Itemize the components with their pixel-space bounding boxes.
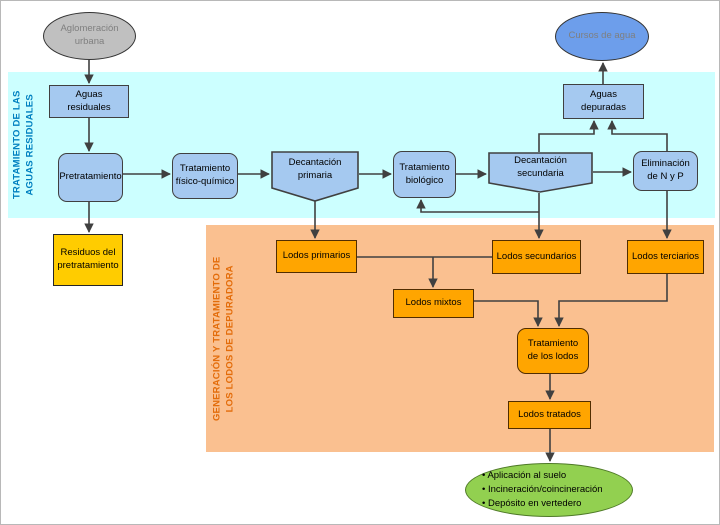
pentagon-shape: [271, 151, 359, 202]
node-label: Tratamiento de los lodos: [527, 338, 579, 362]
node-lodos-secundarios: Lodos secundarios: [492, 240, 581, 274]
node-label: Lodos secundarios: [496, 250, 577, 262]
node-label: Decantación primaria: [288, 157, 342, 181]
node-label: Lodos primarios: [282, 250, 351, 262]
node-label: Tratamiento físico-químico: [175, 163, 235, 187]
node-tratamiento-fisico-quimico: Tratamiento físico-químico: [172, 153, 238, 199]
node-label: Tratamiento biológico: [399, 161, 450, 186]
node-decantacion-primaria: Decantación primaria: [271, 151, 359, 202]
node-lodos-terciarios: Lodos terciarios: [627, 240, 704, 274]
node-label: Eliminación de N y P: [641, 158, 690, 182]
pentagon-shape: [488, 152, 593, 193]
node-tratamiento-lodos: Tratamiento de los lodos: [517, 328, 589, 374]
node-label: Residuos del pretratamiento: [57, 247, 119, 271]
node-aglomeracion-urbana: Aglomeración urbana: [43, 12, 136, 60]
node-destino-final: • Aplicación al suelo • Incineración/coi…: [465, 463, 633, 517]
node-lodos-tratados: Lodos tratados: [508, 401, 591, 429]
node-aguas-residuales: Aguas residuales: [49, 85, 129, 118]
node-residuos-pretratamiento: Residuos del pretratamiento: [53, 234, 123, 286]
node-lodos-mixtos: Lodos mixtos: [393, 289, 474, 318]
destino-item-incineracion: • Incineración/coincineración: [482, 484, 603, 496]
node-cursos-de-agua: Cursos de agua: [555, 12, 649, 61]
sludge-treatment-section-title: GENERACIÓN Y TRATAMIENTO DE LOS LODOS DE…: [211, 256, 236, 421]
node-label: Pretratamiento: [59, 171, 122, 183]
node-label: Cursos de agua: [568, 30, 636, 42]
node-label: Lodos mixtos: [405, 297, 462, 309]
node-label: Lodos tratados: [518, 408, 581, 420]
node-label: Lodos terciarios: [631, 250, 700, 262]
destino-item-aplicacion: • Aplicación al suelo: [482, 470, 567, 482]
node-decantacion-secundaria: Decantación secundaria: [488, 152, 593, 193]
water-treatment-section-title: TRATAMIENTO DE LAS AGUAS RESIDUALES: [11, 90, 35, 200]
node-label: Aguas depuradas: [581, 88, 626, 113]
node-lodos-primarios: Lodos primarios: [276, 240, 357, 273]
node-label: Decantación secundaria: [514, 155, 567, 179]
node-pretratamiento: Pretratamiento: [58, 153, 123, 202]
node-label: Aglomeración urbana: [60, 23, 119, 47]
destino-item-deposito: • Depósito en vertedero: [482, 497, 582, 509]
node-eliminacion-n-y-p: Eliminación de N y P: [633, 151, 698, 191]
node-label: Aguas residuales: [67, 88, 111, 113]
node-aguas-depuradas: Aguas depuradas: [563, 84, 644, 119]
node-tratamiento-biologico: Tratamiento biológico: [393, 151, 456, 198]
